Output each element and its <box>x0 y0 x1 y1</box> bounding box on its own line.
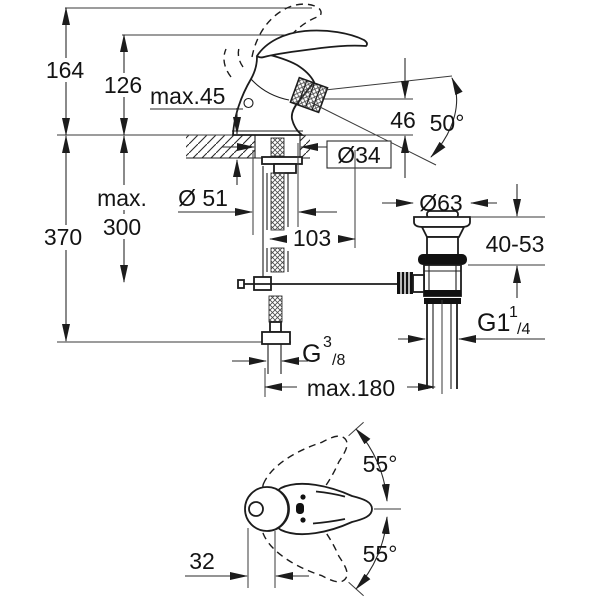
dim-126: 126 <box>99 34 149 136</box>
dim-dia34-label: Ø34 <box>337 142 381 168</box>
dim-46: 46 <box>390 58 416 178</box>
drain-flange <box>413 216 471 228</box>
drain-assembly <box>397 210 471 394</box>
handle-rotated-down-dashed <box>262 502 348 583</box>
body-inner-contour <box>250 78 290 101</box>
dim-164-label: 164 <box>46 57 85 83</box>
dim-g38-label: G <box>302 340 321 368</box>
lever-motion-arc-2 <box>237 44 244 68</box>
dim-55deg-up: 55° <box>348 421 398 502</box>
dim-40-53: 40-53 <box>468 184 545 298</box>
reference-lines <box>57 7 413 343</box>
dim-370: 370 <box>39 135 89 342</box>
dim-g114-label: G1 <box>477 309 510 337</box>
drain-oring <box>418 254 467 265</box>
dim-40-53-label: 40-53 <box>486 231 545 257</box>
dim-55deg-down: 55° <box>348 516 398 597</box>
spray-ray-upper <box>324 75 453 91</box>
dim-dia63: Ø63 <box>382 190 497 216</box>
dim-370-label: 370 <box>44 224 82 250</box>
popup-rod-knob <box>397 272 425 294</box>
dim-50deg: 50° <box>430 77 465 158</box>
faucet-side-view <box>223 3 453 166</box>
shank-and-hoses <box>237 137 397 374</box>
dim-max180: max.180 <box>264 368 436 401</box>
dim-g114: G1 1 /4 <box>398 304 545 343</box>
dim-dia63-label: Ø63 <box>419 190 462 216</box>
dim-g114-sup: 1 <box>509 304 518 321</box>
dim-g38-sup: 3 <box>323 334 332 351</box>
lever-motion-arc-1 <box>223 48 232 78</box>
dim-max300-label-2: 300 <box>103 214 141 240</box>
drain-tailpipe <box>426 300 458 394</box>
dim-max45: max.45 <box>150 83 254 185</box>
dim-55deg-down-label: 55° <box>363 541 398 567</box>
dim-max300: max. 300 <box>92 135 154 283</box>
dim-max45-label: max.45 <box>150 83 225 109</box>
outlet-circle <box>248 501 264 517</box>
faucet-body <box>232 52 316 136</box>
g38-nut <box>261 331 291 345</box>
dim-164: 164 <box>40 7 90 136</box>
dim-max300-label-1: max. <box>97 185 147 211</box>
dim-103: 103 <box>269 150 356 251</box>
dim-55deg-up-label: 55° <box>363 451 398 477</box>
lever-raised-dashed <box>251 3 322 58</box>
dim-dia51: Ø 51 <box>178 143 337 235</box>
dim-50deg-label: 50° <box>430 110 465 136</box>
aerator <box>289 76 329 114</box>
dim-46-label: 46 <box>390 107 416 133</box>
mounting-nut <box>273 163 297 174</box>
spray-ray-lower <box>311 102 437 166</box>
washer-plate <box>261 156 303 165</box>
drain-neck <box>420 226 466 238</box>
dim-32-label: 32 <box>189 548 215 574</box>
dim-g38-sub: /8 <box>332 352 345 369</box>
dim-g114-sub: /4 <box>517 321 530 338</box>
faucet-plan-view <box>244 435 401 583</box>
lever-solid <box>255 29 368 59</box>
dim-g38: G 3 /8 <box>232 334 345 369</box>
pivot-crescent <box>275 488 290 530</box>
dim-32: 32 <box>185 528 309 588</box>
dim-126-label: 126 <box>104 72 142 98</box>
dim-dia51-label: Ø 51 <box>178 185 228 211</box>
dim-max180-label: max.180 <box>307 375 395 401</box>
handle-rotated-up-dashed <box>262 435 348 516</box>
dim-103-label: 103 <box>293 225 331 251</box>
dim-dia34: Ø34 <box>222 140 392 169</box>
